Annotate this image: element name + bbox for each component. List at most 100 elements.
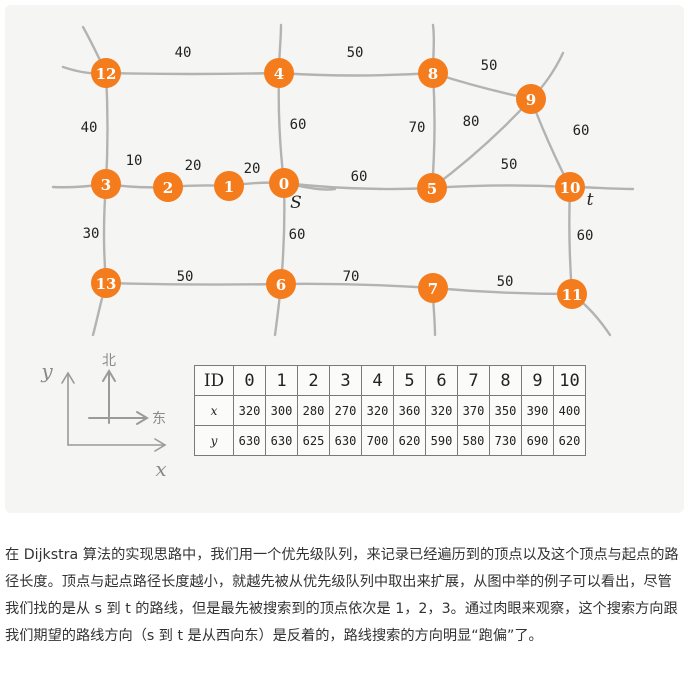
node-circle-8 bbox=[418, 58, 448, 88]
table-cell: 350 bbox=[489, 395, 522, 426]
table-cell: 280 bbox=[297, 395, 330, 426]
table-cell: 270 bbox=[329, 395, 362, 426]
node-7: 7 bbox=[418, 273, 448, 303]
table-cell: 370 bbox=[457, 395, 490, 426]
table-cell: 3 bbox=[329, 365, 362, 396]
table-cell: 630 bbox=[265, 425, 298, 456]
edge-weight-0-6: 60 bbox=[289, 227, 306, 243]
table-cell: 9 bbox=[521, 365, 554, 396]
node-circle-7 bbox=[418, 273, 448, 303]
table-cell: 580 bbox=[457, 425, 490, 456]
table-cell: 730 bbox=[489, 425, 522, 456]
table-cell: 620 bbox=[393, 425, 426, 456]
table-cell: 10 bbox=[553, 365, 586, 396]
table-cell: 8 bbox=[489, 365, 522, 396]
node-circle-3 bbox=[91, 169, 121, 199]
node-4: 4 bbox=[264, 58, 294, 88]
node-circle-11 bbox=[557, 279, 587, 309]
table-cell: 300 bbox=[265, 395, 298, 426]
table-cell: 320 bbox=[233, 395, 266, 426]
edge-weight-10-11: 60 bbox=[577, 228, 594, 244]
node-11: 11 bbox=[557, 279, 587, 309]
node-label-11: 11 bbox=[562, 286, 583, 304]
node-13: 13 bbox=[91, 268, 121, 298]
table-x-label: x bbox=[194, 395, 234, 426]
edge-weight-12-4: 40 bbox=[175, 45, 192, 61]
edge-12-4 bbox=[104, 71, 281, 76]
node-circle-13 bbox=[91, 268, 121, 298]
edge-weight-8-9: 50 bbox=[481, 58, 498, 74]
table-y-label: y bbox=[194, 425, 234, 456]
edge-12-3 bbox=[104, 71, 109, 186]
node-label-6: 6 bbox=[276, 276, 286, 294]
edge-weight-5-10: 50 bbox=[501, 157, 518, 173]
table-cell: 625 bbox=[297, 425, 330, 456]
edge-weight-8-5: 70 bbox=[409, 120, 426, 136]
table-cell: 0 bbox=[233, 365, 266, 396]
table-cell: 1 bbox=[265, 365, 298, 396]
table-header-label: ID bbox=[194, 365, 234, 396]
edge-weight-1-0: 20 bbox=[244, 161, 261, 177]
node-label-10: 10 bbox=[560, 179, 581, 197]
compass-east-arrow bbox=[136, 411, 149, 425]
target-label: t bbox=[587, 190, 594, 210]
node-8: 8 bbox=[418, 58, 448, 88]
edge-weight-13-6: 50 bbox=[177, 269, 194, 285]
table-cell: 590 bbox=[425, 425, 458, 456]
edge-0-6 bbox=[279, 181, 286, 286]
edge-weight-4-8: 50 bbox=[347, 45, 364, 61]
node-circle-6 bbox=[266, 269, 296, 299]
node-label-1: 1 bbox=[224, 178, 234, 196]
node-label-5: 5 bbox=[427, 180, 437, 198]
compass: 北 东 bbox=[88, 353, 166, 427]
node-label-3: 3 bbox=[101, 176, 111, 194]
node-12: 12 bbox=[91, 58, 121, 88]
node-9: 9 bbox=[516, 84, 546, 114]
table-cell: 630 bbox=[329, 425, 362, 456]
source-label: S bbox=[290, 193, 302, 213]
edge-weight-3-2: 10 bbox=[126, 153, 143, 169]
table-cell: 320 bbox=[361, 395, 394, 426]
node-label-13: 13 bbox=[96, 275, 117, 293]
node-label-7: 7 bbox=[428, 280, 438, 298]
edge-8-9 bbox=[431, 71, 533, 101]
edge-4-0 bbox=[277, 71, 286, 185]
coordinate-axes: y x bbox=[40, 359, 166, 481]
table-cell: 630 bbox=[233, 425, 266, 456]
node-circle-5 bbox=[417, 173, 447, 203]
table-cell: 360 bbox=[393, 395, 426, 426]
node-2: 2 bbox=[153, 172, 183, 202]
node-circle-10 bbox=[555, 172, 585, 202]
edge-6-7 bbox=[279, 282, 435, 290]
edge-10-11 bbox=[568, 185, 574, 296]
table-cell: 700 bbox=[361, 425, 394, 456]
table-cell: 5 bbox=[393, 365, 426, 396]
table-cell: 390 bbox=[521, 395, 554, 426]
node-label-2: 2 bbox=[163, 179, 173, 197]
table-cell: 6 bbox=[425, 365, 458, 396]
table-cell: 7 bbox=[457, 365, 490, 396]
edge-weight-5-9: 80 bbox=[463, 114, 480, 130]
edge-weight-0-5: 60 bbox=[351, 169, 368, 185]
edge-weight-2-1: 20 bbox=[185, 158, 202, 174]
edge-stubs bbox=[51, 23, 635, 337]
node-1: 1 bbox=[214, 171, 244, 201]
node-label-0: 0 bbox=[279, 175, 289, 193]
edge-5-9 bbox=[430, 97, 533, 190]
edge-weight-3-13: 30 bbox=[83, 226, 100, 242]
x-axis-label: x bbox=[155, 457, 166, 481]
north-label: 北 bbox=[102, 353, 116, 369]
table-cell: 320 bbox=[425, 395, 458, 426]
edge-7-11 bbox=[431, 286, 574, 296]
node-3: 3 bbox=[91, 169, 121, 199]
node-circle-9 bbox=[516, 84, 546, 114]
x-axis-arrow bbox=[154, 438, 167, 452]
table-cell: 400 bbox=[553, 395, 586, 426]
table-cell: 2 bbox=[297, 365, 330, 396]
node-circle-2 bbox=[153, 172, 183, 202]
